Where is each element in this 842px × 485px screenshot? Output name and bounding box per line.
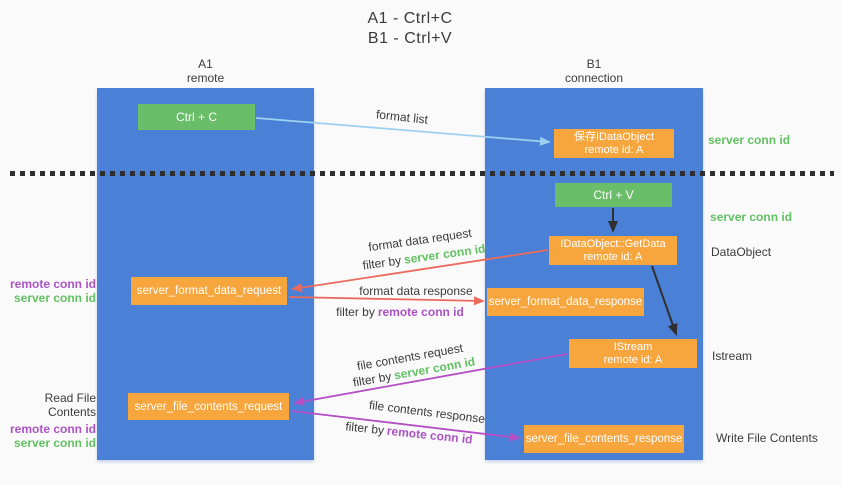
node-server-format-data-request: server_format_data_request <box>131 277 287 305</box>
node-idataobject-getdata: IDataObject::GetData remote id: A <box>549 236 677 265</box>
node-save-line2: remote id: A <box>584 143 644 156</box>
filter-prefix: filter by <box>336 305 375 319</box>
node-server-file-contents-request: server_file_contents_request <box>128 393 289 420</box>
title-line-b1: B1 - Ctrl+V <box>367 30 453 47</box>
node-file-response-label: server_file_contents_response <box>525 433 683 445</box>
lane-a1-name: A1 <box>198 57 213 71</box>
filter-key-remote-conn-id: remote conn id <box>386 423 474 447</box>
annotation-write-file-contents: Write File Contents <box>716 431 818 445</box>
node-format-request-label: server_format_data_request <box>136 285 282 297</box>
lane-b1-name: B1 <box>586 57 602 71</box>
annotation-server-conn-id-1: server conn id <box>13 291 96 305</box>
annotation-remote-conn-id-1: remote conn id <box>9 277 96 291</box>
node-ctrl-c: Ctrl + C <box>138 104 255 130</box>
lane-b1-role: connection <box>564 71 624 85</box>
lane-header-a1: A1 remote <box>97 57 314 85</box>
node-server-file-contents-response: server_file_contents_response <box>524 425 684 453</box>
node-server-format-data-response: server_format_data_response <box>487 288 644 316</box>
annotation-remote-conn-id-2: remote conn id <box>9 422 96 436</box>
annotation-dataobject: DataObject <box>711 245 772 259</box>
annotation-read-file-contents: Read File Contents <box>44 391 96 419</box>
title-line-a1: A1 - Ctrl+C <box>367 10 453 27</box>
filter-prefix: filter by <box>344 419 385 438</box>
node-ctrl-v-label: Ctrl + V <box>593 188 634 202</box>
node-ctrl-c-label: Ctrl + C <box>175 110 217 124</box>
node-save-line1: 保存IDataObject <box>573 130 655 143</box>
diagram-title: A1 - Ctrl+C B1 - Ctrl+V <box>300 9 520 49</box>
edge-label-file-contents-response: file contents response <box>368 397 486 427</box>
annotation-server-conn-id-top: server conn id <box>708 133 791 147</box>
filter-key-remote-conn-id: remote conn id <box>377 305 464 319</box>
annotation-istream: Istream <box>712 349 753 363</box>
node-format-response-label: server_format_data_response <box>488 296 643 308</box>
lane-header-b1: B1 connection <box>485 57 703 85</box>
node-ctrl-v: Ctrl + V <box>555 183 672 207</box>
node-getdata-line1: IDataObject::GetData <box>560 237 666 250</box>
annotation-server-conn-id-2: server conn id <box>13 436 96 450</box>
edge-label-format-data-response: format data response <box>359 284 473 298</box>
node-file-request-label: server_file_contents_request <box>134 400 283 413</box>
filter-prefix: filter by <box>361 253 403 273</box>
lane-a1-role: remote <box>186 71 225 85</box>
node-getdata-line2: remote id: A <box>583 250 643 263</box>
left-annotation-stack-format: remote conn id server conn id <box>4 277 96 305</box>
edge-label-format-list: format list <box>375 107 429 127</box>
node-istream-line2: remote id: A <box>603 353 663 366</box>
node-save-idataobject: 保存IDataObject remote id: A <box>554 129 674 158</box>
left-annotation-stack-file: Read File Contents remote conn id server… <box>4 391 96 450</box>
node-istream-line1: IStream <box>613 340 653 353</box>
dotted-separator-line <box>10 171 834 176</box>
annotation-server-conn-id-mid: server conn id <box>710 210 793 224</box>
node-istream: IStream remote id: A <box>569 339 697 368</box>
